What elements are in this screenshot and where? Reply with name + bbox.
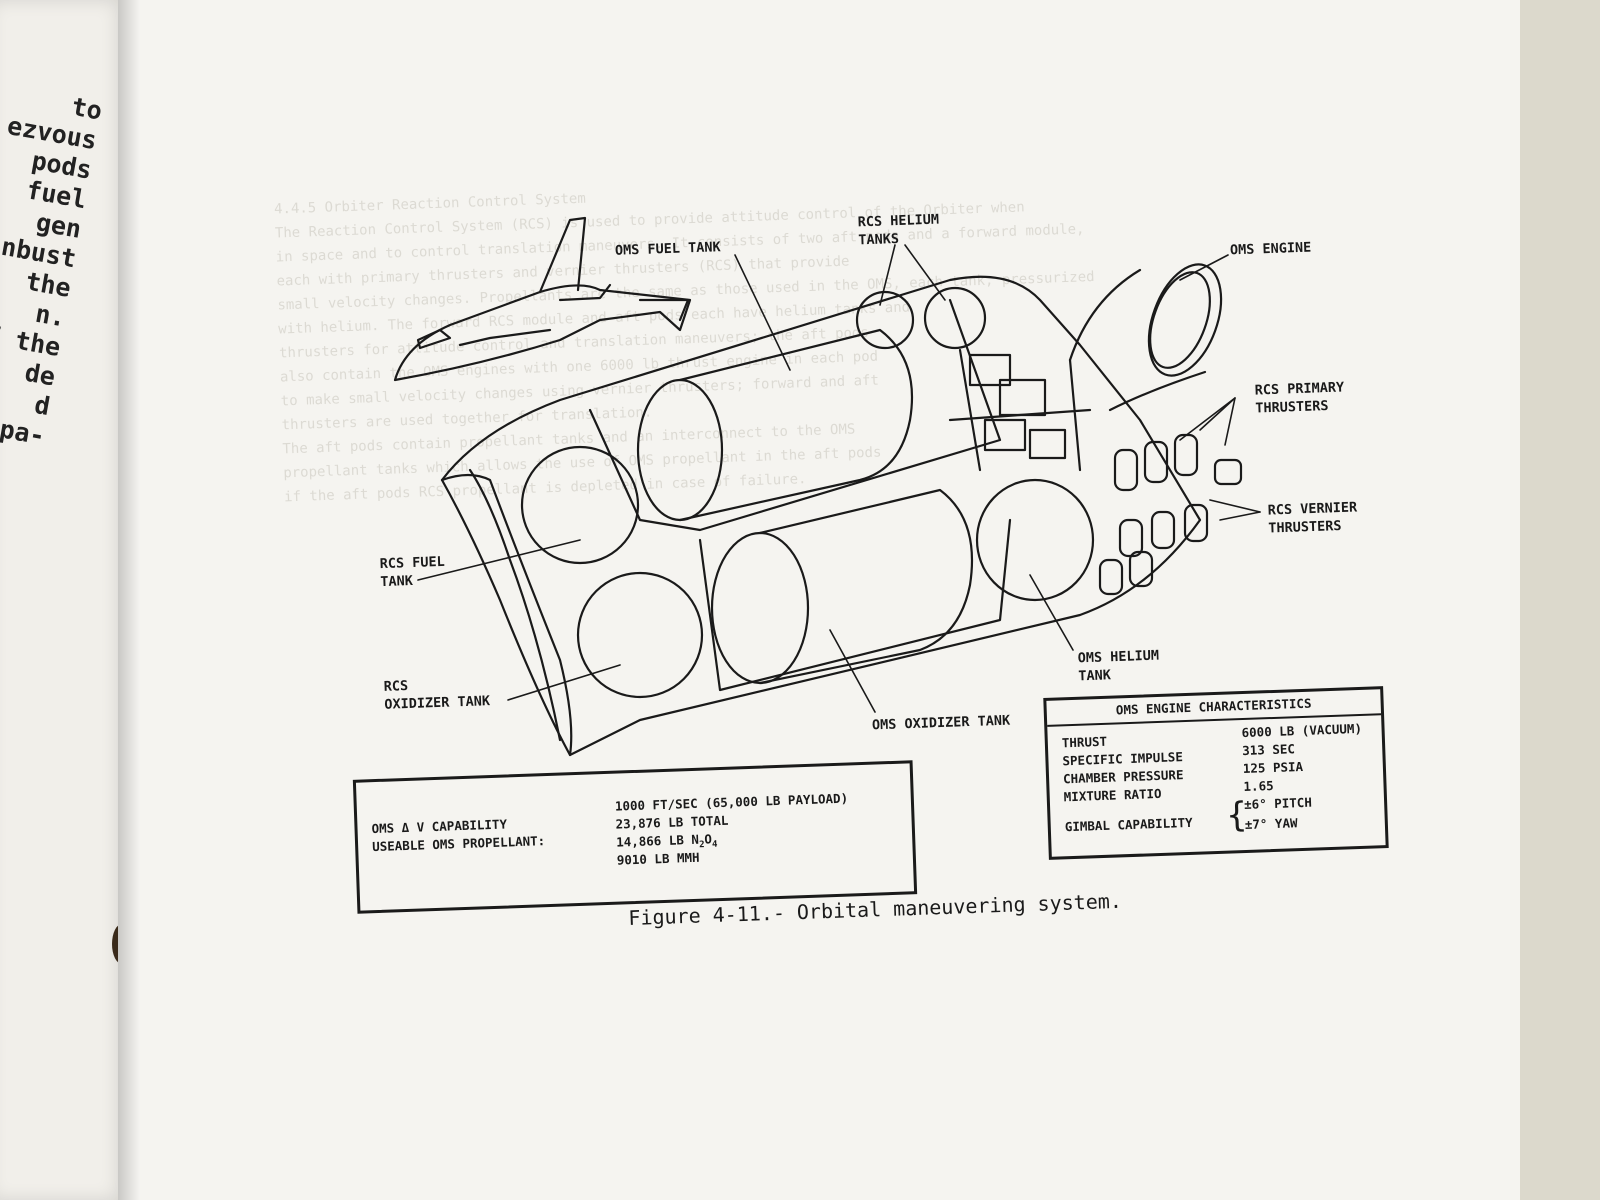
rcs-helium-tank-shape <box>855 290 915 350</box>
rcs-fuel-tank-shape <box>520 445 640 565</box>
label-line: THRUSTERS <box>1255 398 1329 417</box>
char-label-thrust: THRUST <box>1061 733 1108 751</box>
label-line: TANKS <box>858 230 900 249</box>
label-line: OMS HELIUM <box>1077 647 1160 667</box>
rcs-oxidizer-tank-shape <box>576 571 704 699</box>
oms-fuel-tank-shape <box>636 328 914 522</box>
oms-engine-characteristics-box: OMS ENGINE CHARACTERISTICS THRUST 6000 L… <box>1043 686 1389 860</box>
n2o4-prefix: 14,866 LB N <box>615 831 700 850</box>
oms-engine-shape <box>1068 263 1223 412</box>
char-value-chamber-pressure: 125 PSIA <box>1242 758 1304 777</box>
propellant-mmh-value: 9010 LB MMH <box>616 849 700 868</box>
n2o4-sub: 4 <box>711 839 718 850</box>
label-oms-engine: OMS ENGINE <box>1229 239 1312 259</box>
label-oms-fuel-tank: OMS FUEL TANK <box>614 239 721 259</box>
right-page <box>118 0 1520 1200</box>
label-line: RCS PRIMARY <box>1254 379 1345 399</box>
plumbing-cluster <box>948 348 1092 472</box>
char-value-thrust: 6000 LB (VACUUM) <box>1241 720 1363 741</box>
label-line: THRUSTERS <box>1268 518 1342 537</box>
char-label-gimbal-capability: GIMBAL CAPABILITY <box>1064 814 1193 835</box>
char-label-chamber-pressure: CHAMBER PRESSURE <box>1062 767 1184 787</box>
label-line: RCS FUEL <box>379 553 445 573</box>
oms-helium-tank-shape <box>975 478 1095 602</box>
orbiter-sketch <box>393 216 692 382</box>
oms-delta-v-box: OMS Δ V CAPABILITY USEABLE OMS PROPELLAN… <box>352 760 918 914</box>
label-line: TANK <box>1078 667 1112 685</box>
label-line: RCS VERNIER <box>1267 499 1358 519</box>
leader-lines <box>417 244 1261 713</box>
char-value-mixture-ratio: 1.65 <box>1243 778 1274 795</box>
char-value-gimbal-pitch: ±6° PITCH <box>1243 794 1313 813</box>
delta-v-value: 1000 FT/SEC (65,000 LB PAYLOAD) <box>614 790 849 814</box>
char-label-mixture-ratio: MIXTURE RATIO <box>1063 785 1162 805</box>
left-page: to ezvous pods fuel gen nbust the n. f t… <box>0 0 128 1200</box>
oms-oxidizer-tank-shape <box>710 488 974 685</box>
label-line: TANK <box>380 572 414 591</box>
char-value-specific-impulse: 313 SEC <box>1241 741 1296 759</box>
label-line: OXIDIZER TANK <box>384 693 491 713</box>
pod-outline <box>440 275 1202 757</box>
page-gutter-shadow <box>118 0 140 1200</box>
char-value-gimbal-yaw: ±7° YAW <box>1244 815 1298 833</box>
rcs-thrusters-shape <box>1098 433 1243 596</box>
rcs-helium-tank-shape <box>923 286 987 350</box>
label-line: RCS <box>383 678 409 695</box>
page-edge <box>1520 0 1600 1200</box>
label-line: RCS HELIUM <box>857 211 940 231</box>
